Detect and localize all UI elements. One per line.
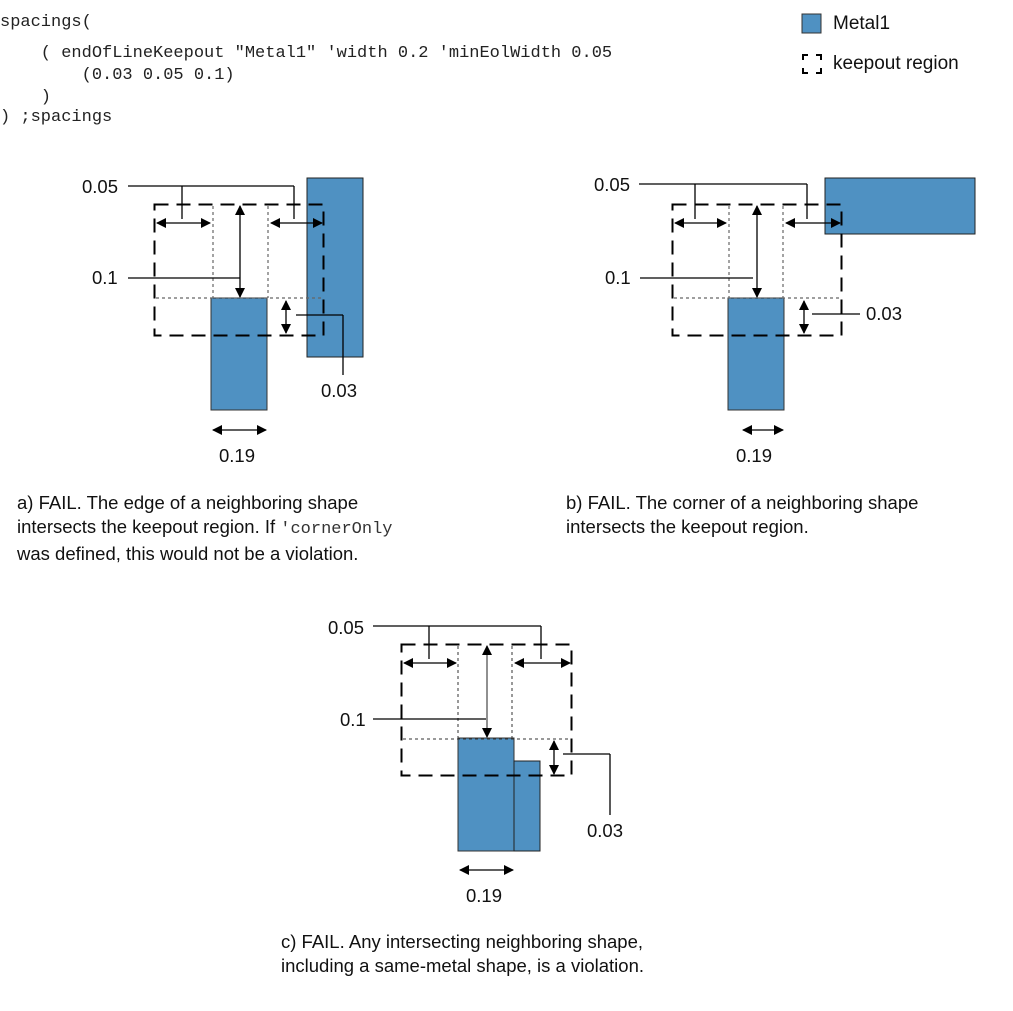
guide-lines — [156, 206, 323, 299]
label-side-spacing: 0.05 — [82, 176, 118, 197]
caption-a-line-3: was defined, this would not be a violati… — [17, 543, 359, 564]
label-side-spacing: 0.05 — [594, 174, 630, 195]
neighbor-metal-shape — [306, 177, 364, 358]
dimension-lines — [639, 183, 860, 435]
metal-shape — [210, 297, 268, 411]
label-side-spacing: 0.05 — [328, 617, 364, 638]
dimension-lines — [128, 185, 344, 435]
label-corner-extension: 0.03 — [866, 303, 902, 324]
label-corner-extension: 0.03 — [587, 820, 623, 841]
guide-lines — [674, 206, 840, 299]
neighbor-metal-shape — [824, 177, 976, 235]
metal-shape — [727, 297, 785, 411]
label-eol-spacing: 0.1 — [340, 709, 366, 730]
caption-b: b) FAIL. The corner of a neighboring sha… — [566, 491, 918, 539]
label-width: 0.19 — [466, 885, 502, 906]
metal-shape — [457, 737, 515, 852]
guide-lines — [403, 646, 570, 740]
caption-a-line-2-text: intersects the keepout region. If — [17, 516, 281, 537]
legend-metal-label: Metal1 — [833, 13, 891, 34]
code-line-2: ( endOfLineKeepout "Metal1" 'width 0.2 '… — [0, 44, 613, 63]
diagram-b: 0.05 0.1 0.03 0.19 — [594, 174, 976, 466]
keepout-region — [671, 203, 843, 337]
label-eol-spacing: 0.1 — [92, 267, 118, 288]
keepout-region — [153, 203, 325, 337]
caption-c-line-1: c) FAIL. Any intersecting neighboring sh… — [281, 931, 643, 952]
caption-a: a) FAIL. The edge of a neighboring shape… — [17, 491, 392, 566]
caption-c: c) FAIL. Any intersecting neighboring sh… — [281, 930, 644, 978]
label-corner-extension: 0.03 — [321, 380, 357, 401]
caption-a-line-2: intersects the keepout region. If 'corne… — [17, 515, 392, 542]
caption-a-code: 'cornerOnly — [280, 520, 393, 539]
keepout-region — [400, 643, 573, 777]
code-line-4: ) — [0, 88, 52, 107]
caption-b-line-2: intersects the keepout region. — [566, 516, 809, 537]
code-line-5: ) ;spacings — [0, 108, 113, 127]
diagram-c: 0.05 0.1 0.03 0.19 — [328, 617, 623, 906]
label-eol-spacing: 0.1 — [605, 267, 631, 288]
dimension-lines — [373, 625, 611, 875]
legend-keepout-icon — [802, 54, 822, 74]
legend-keepout-label: keepout region — [833, 53, 959, 74]
code-line-1: spacings( — [0, 13, 92, 32]
label-width: 0.19 — [736, 445, 772, 466]
label-width: 0.19 — [219, 445, 255, 466]
diagram-a: 0.05 0.1 0.03 0.19 — [82, 176, 364, 466]
code-line-3: (0.03 0.05 0.1) — [0, 66, 235, 85]
caption-c-line-2: including a same-metal shape, is a viola… — [281, 955, 644, 976]
caption-b-line-1: b) FAIL. The corner of a neighboring sha… — [566, 492, 919, 513]
legend-metal-swatch — [801, 13, 822, 34]
caption-a-line-1: a) FAIL. The edge of a neighboring shape — [17, 492, 359, 513]
